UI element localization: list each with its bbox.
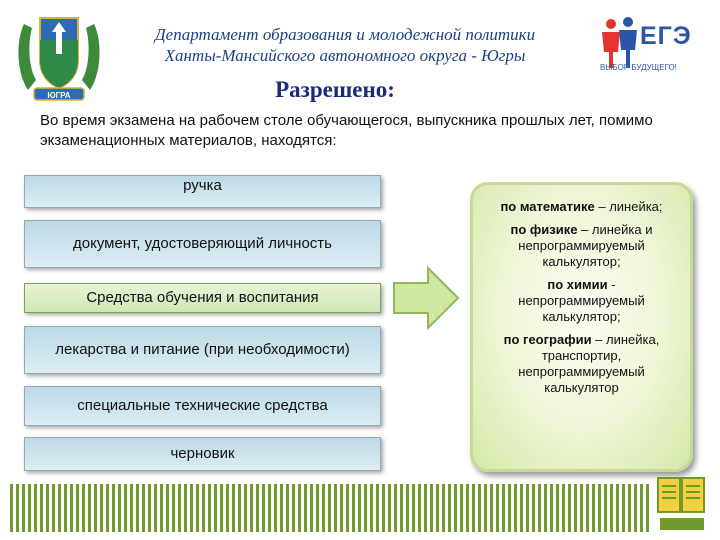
book-logo-icon [657, 477, 705, 530]
subject-math: по математике – линейка; [483, 199, 680, 215]
subject-chemistry: по химии - непрограммируемый калькулятор… [483, 277, 680, 325]
right-arrow-icon [393, 265, 460, 331]
subject-detail: – линейка, транспортир, непрограммируемы… [518, 332, 660, 395]
item-label: Средства обучения и воспитания [86, 289, 319, 306]
item-learning-tools: Средства обучения и воспитания [24, 283, 381, 313]
subject-name: по географии [503, 332, 592, 347]
subject-detail: - непрограммируемый калькулятор; [518, 277, 645, 324]
subject-detail: – линейка; [594, 199, 663, 214]
header-line-2: Ханты-Мансийского автономного округа - Ю… [164, 46, 526, 65]
item-id-document: документ, удостоверяющий личность [24, 220, 381, 268]
coat-of-arms-emblem: ЮГРА [18, 17, 100, 101]
ege-slogan: ВЫБОР БУДУЩЕГО! [600, 63, 677, 72]
item-pen: ручка [24, 175, 381, 208]
header-line-1: Департамент образования и молодежной пол… [154, 25, 536, 44]
subject-physics: по физике – линейка и непрограммируемый … [483, 222, 680, 270]
footer-decorative-strip [10, 484, 650, 532]
subject-detail: – линейка и непрограммируемый калькулято… [518, 222, 653, 269]
emblem-text: ЮГРА [47, 91, 70, 100]
item-medicine-food: лекарства и питание (при необходимости) [24, 326, 381, 374]
header-title: Департамент образования и молодежной пол… [100, 24, 590, 66]
item-label: документ, удостоверяющий личность [73, 235, 332, 252]
subject-name: по математике [500, 199, 595, 214]
ege-logo-icon [602, 17, 637, 68]
item-special-tech: специальные технические средства [24, 386, 381, 426]
item-label: специальные технические средства [77, 397, 328, 414]
subject-name: по химии [547, 277, 608, 292]
item-label: лекарства и питание (при необходимости) [55, 341, 350, 358]
ege-logo-text: ЕГЭ [640, 22, 692, 50]
page-subtitle: Разрешено: [275, 77, 395, 102]
subject-name: по физике [510, 222, 578, 237]
item-label: черновик [170, 445, 235, 462]
item-label: ручка [183, 177, 222, 194]
intro-text: Во время экзамена на рабочем столе обуча… [40, 112, 653, 149]
subject-geography: по географии – линейка, транспортир, неп… [483, 332, 680, 396]
item-draft: черновик [24, 437, 381, 471]
subject-tools-panel: по математике – линейка; по физике – лин… [470, 182, 693, 472]
